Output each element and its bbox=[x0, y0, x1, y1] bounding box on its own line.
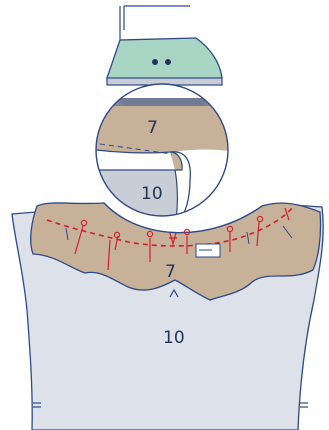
zoom-bodice-label: 10 bbox=[141, 184, 163, 204]
bodice-piece-label: 10 bbox=[163, 328, 185, 348]
label-tag bbox=[196, 244, 220, 257]
magnifier-circle: 7 10 bbox=[96, 84, 230, 222]
collar-piece-label: 7 bbox=[165, 262, 176, 282]
zoom-collar-label: 7 bbox=[147, 118, 158, 138]
balance-mark-right bbox=[300, 403, 308, 407]
iron-icon bbox=[107, 6, 222, 85]
